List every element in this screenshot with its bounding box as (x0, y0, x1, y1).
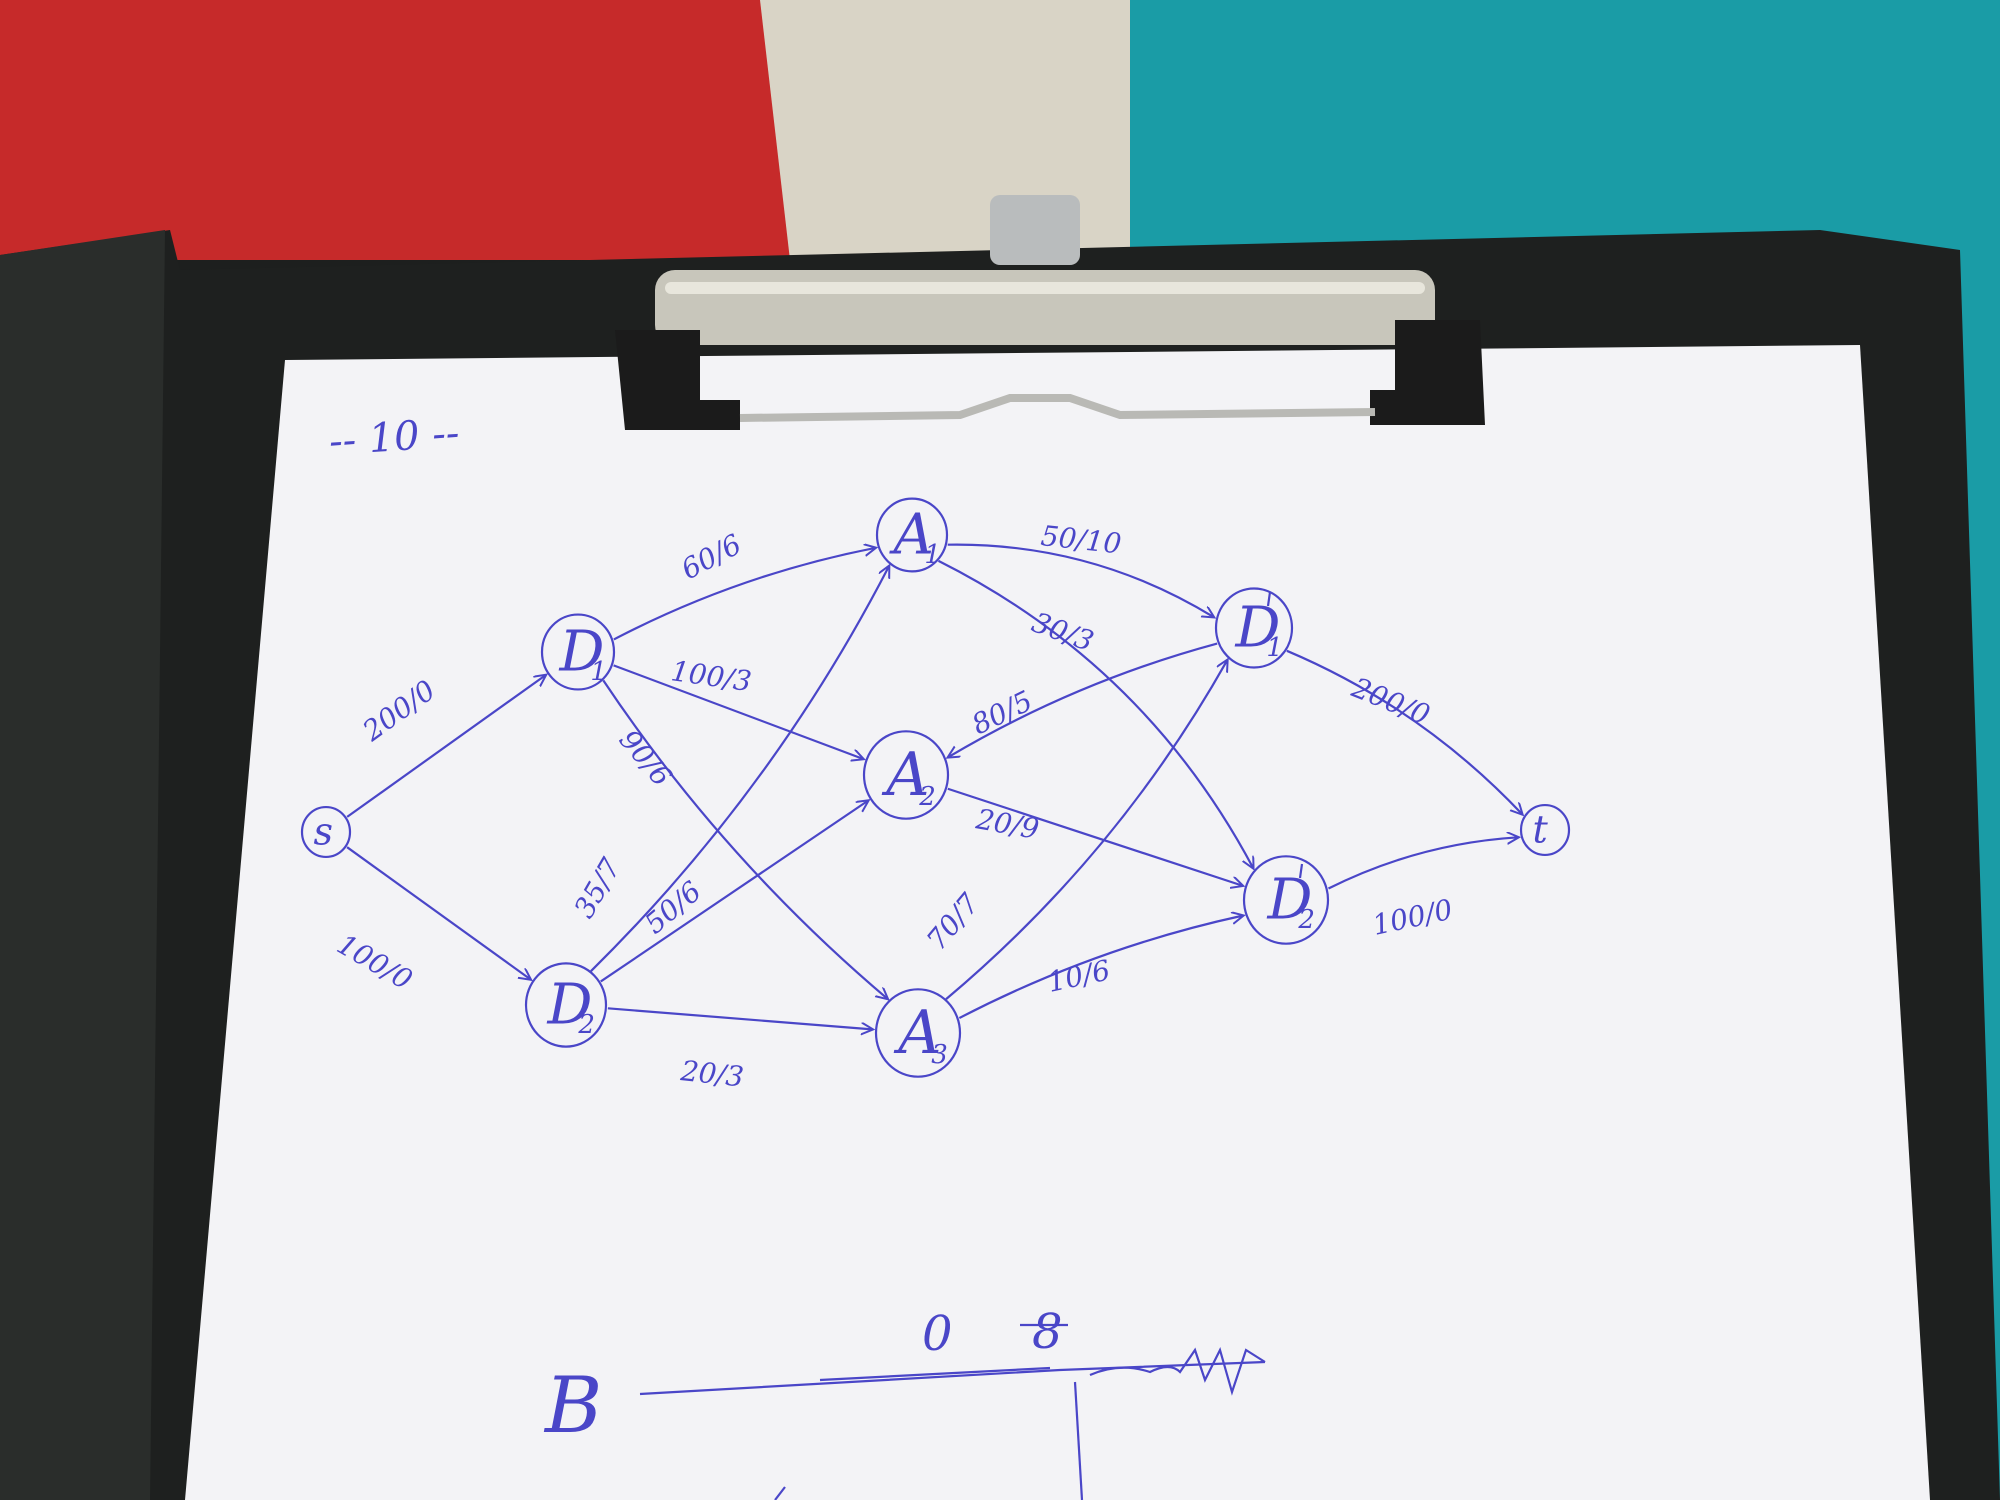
node-t-circle (1519, 803, 1571, 857)
edge-D1p-t (1286, 649, 1522, 814)
edge-A1-D1p (947, 543, 1214, 617)
edge-s-D1 (346, 675, 545, 818)
node-D2p: D2 (1242, 855, 1330, 945)
edge-D2-A3 (607, 1007, 872, 1029)
node-D2p-subscript: 2 (1297, 905, 1315, 935)
node-D1: D1 (540, 613, 616, 691)
edge-D1-A1 (613, 548, 875, 641)
bottom-sketch: B 0 8 (543, 1304, 1266, 1500)
edge-label-D2-A3: 20/3 (678, 1054, 745, 1093)
edge-A2-D2p (947, 787, 1243, 886)
node-D1p-subscript: 1 (1266, 633, 1283, 663)
node-D2p-circle (1242, 855, 1330, 945)
node-t: t (1519, 803, 1571, 857)
node-A2-label: A (881, 740, 929, 810)
beige-carpet (760, 0, 1140, 260)
node-A1-label: A (889, 502, 934, 567)
node-s-label: s (313, 810, 333, 854)
sketch-mark-8: 8 (1032, 1304, 1063, 1360)
edge-D1-A3 (602, 679, 887, 998)
edge-D2-A1 (590, 566, 889, 972)
node-D2-label: D (547, 972, 593, 1037)
node-D1-circle (540, 613, 616, 691)
node-D1-subscript: 1 (590, 657, 607, 687)
node-A1-circle (875, 497, 949, 573)
edge-A3-D1p (945, 660, 1227, 1000)
page-number: -- 10 -- (327, 410, 460, 465)
node-s: s (300, 805, 352, 859)
node-A2-subscript: 2 (918, 782, 936, 812)
node-A3-label: A (893, 998, 941, 1068)
edges-layer (346, 543, 1522, 1030)
node-D2-circle (524, 962, 608, 1048)
node-A2: A2 (862, 730, 950, 820)
node-D1p: D1 (1214, 587, 1294, 669)
node-D1p-circle (1214, 587, 1294, 669)
edge-A1-D2p (937, 559, 1253, 868)
node-A3-circle (874, 988, 962, 1078)
node-A1: A1 (875, 497, 949, 573)
node-A1-subscript: 1 (924, 540, 941, 570)
node-D2p-prime-mark (1298, 863, 1304, 879)
node-D1-label: D (559, 619, 605, 684)
node-D1p-label: D (1235, 595, 1281, 660)
node-D1p-prime-mark (1266, 591, 1272, 607)
metal-clip (615, 195, 1485, 430)
edge-D2p-t (1327, 837, 1517, 890)
node-D2p-label: D (1267, 867, 1313, 932)
edge-s-D2 (346, 846, 530, 979)
node-A2-circle (862, 730, 950, 820)
node-s-circle (300, 805, 352, 859)
node-A3-subscript: 3 (931, 1040, 948, 1070)
edge-D2-A2 (600, 801, 868, 983)
node-A3: A3 (874, 988, 962, 1078)
red-carpet (0, 0, 800, 260)
edge-D1-A2 (613, 664, 863, 759)
paper-sheet (185, 345, 1930, 1500)
sketch-mark-0: 0 (922, 1306, 953, 1362)
node-D2: D2 (524, 962, 608, 1048)
folder-flap (0, 230, 165, 1500)
edge-D1p-A2 (948, 642, 1218, 758)
sketch-label-b: B (543, 1361, 602, 1451)
edge-A3-D2p (958, 916, 1242, 1020)
node-t-label: t (1532, 808, 1548, 852)
node-D2-subscript: 2 (577, 1010, 595, 1040)
